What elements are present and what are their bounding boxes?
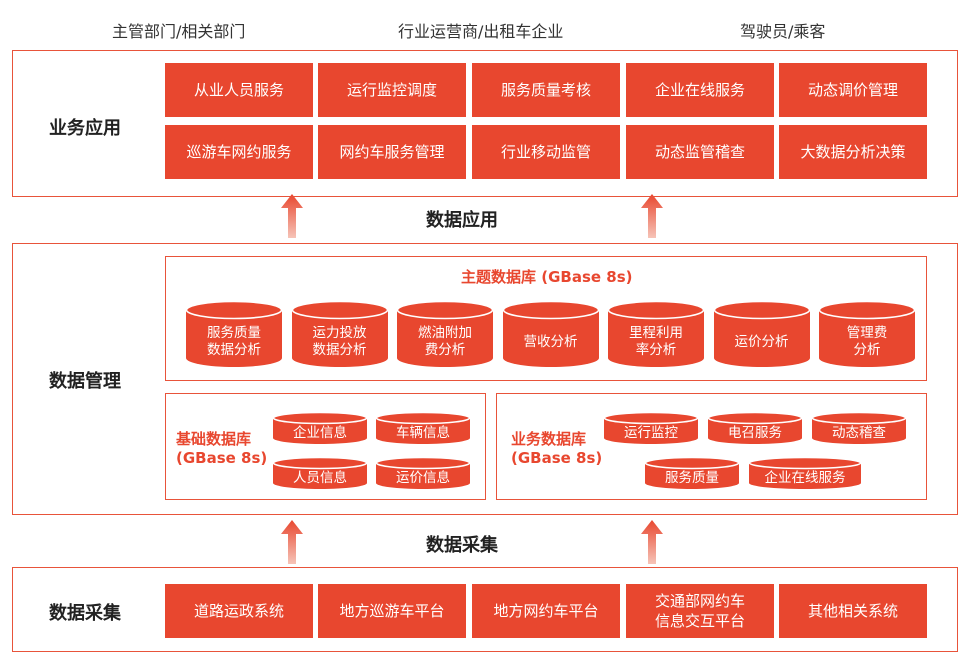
collection-source-box: 交通部网约车信息交互平台: [626, 584, 774, 638]
database-cylinder-label: 运价分析: [734, 333, 789, 350]
database-cylinder-label: 里程利用率分析: [629, 325, 683, 358]
collection-source-box: 地方巡游车平台: [318, 584, 466, 638]
database-cylinder-icon: [273, 457, 367, 489]
database-cylinder: 营收分析: [502, 301, 599, 367]
database-cylinder-icon: [708, 412, 802, 444]
database-cylinder-label: 企业在线服务: [764, 469, 846, 486]
database-cylinder-icon: [376, 412, 470, 444]
database-cylinder: 里程利用率分析: [608, 301, 704, 367]
database-cylinder: 服务质量: [645, 457, 739, 489]
database-cylinder-icon: [397, 301, 493, 367]
up-arrow-icon: [641, 194, 663, 238]
business-app-box: 动态调价管理: [779, 63, 927, 117]
database-cylinder-icon: [273, 412, 367, 444]
database-cylinder: 企业在线服务: [749, 457, 861, 489]
base-database-title: 基础数据库 (GBase 8s): [176, 430, 268, 467]
database-cylinder-label: 动态稽查: [832, 424, 886, 441]
database-cylinder: 运力投放数据分析: [291, 301, 388, 367]
database-cylinder-label: 服务质量数据分析: [207, 325, 261, 358]
database-cylinder: 运价分析: [713, 301, 810, 367]
collection-source-box: 其他相关系统: [779, 584, 927, 638]
database-cylinder-label: 营收分析: [523, 333, 578, 350]
database-cylinder: 服务质量数据分析: [186, 301, 282, 367]
database-cylinder-label: 运力投放数据分析: [312, 325, 367, 358]
data-management-layer: 数据管理 主题数据库 (GBase 8s) 服务质量数据分析 运力投放数据分析 燃油…: [12, 243, 958, 515]
business-app-box: 企业在线服务: [626, 63, 774, 117]
collection-source-box: 道路运政系统: [165, 584, 313, 638]
data-application-label: 数据应用: [426, 210, 498, 231]
collection-layer-title: 数据采集: [49, 603, 121, 624]
business-layer-title: 业务应用: [49, 118, 121, 139]
database-cylinder-icon: [812, 412, 906, 444]
database-cylinder-label: 电召服务: [728, 424, 782, 441]
database-cylinder-label: 人员信息: [293, 469, 347, 486]
database-cylinder-icon: [819, 301, 915, 367]
business-application-layer: 业务应用 从业人员服务 运行监控调度 服务质量考核 企业在线服务 动态调价管理 …: [12, 50, 958, 197]
business-app-box: 行业移动监管: [472, 125, 620, 179]
database-cylinder: 企业信息: [273, 412, 367, 444]
database-cylinder-label: 企业信息: [293, 424, 347, 441]
business-app-box: 运行监控调度: [318, 63, 466, 117]
database-cylinder-icon: [502, 301, 599, 367]
data-collection-layer: 数据采集 道路运政系统 地方巡游车平台 地方网约车平台 交通部网约车信息交互平台…: [12, 567, 958, 652]
database-cylinder: 运行监控: [604, 412, 698, 444]
database-cylinder-icon: [645, 457, 739, 489]
management-layer-title: 数据管理: [49, 371, 121, 392]
business-app-box: 网约车服务管理: [318, 125, 466, 179]
database-cylinder-label: 车辆信息: [396, 424, 450, 441]
up-arrow-icon: [641, 520, 663, 564]
stakeholder-label-operators: 行业运营商/出租车企业: [398, 22, 564, 41]
database-cylinder: 燃油附加费分析: [397, 301, 493, 367]
base-database-panel: 基础数据库 (GBase 8s) 企业信息 车辆信息人员信息 运价信息: [165, 393, 486, 500]
database-cylinder: 电召服务: [708, 412, 802, 444]
database-cylinder-icon: [186, 301, 282, 367]
database-cylinder: 动态稽查: [812, 412, 906, 444]
business-app-box: 巡游车网约服务: [165, 125, 313, 179]
business-app-box: 大数据分析决策: [779, 125, 927, 179]
theme-database-title: 主题数据库 (GBase 8s): [461, 268, 633, 286]
theme-database-panel: 主题数据库 (GBase 8s) 服务质量数据分析 运力投放数据分析 燃油附加费分析…: [165, 256, 927, 381]
database-cylinder: 车辆信息: [376, 412, 470, 444]
database-cylinder: 人员信息: [273, 457, 367, 489]
database-cylinder-label: 燃油附加费分析: [418, 325, 472, 358]
business-app-box: 动态监管稽查: [626, 125, 774, 179]
data-collection-label: 数据采集: [426, 535, 498, 556]
database-cylinder-label: 运行监控: [624, 424, 678, 441]
business-database-title: 业务数据库 (GBase 8s): [511, 430, 603, 467]
database-cylinder-icon: [604, 412, 698, 444]
up-arrow-icon: [281, 520, 303, 564]
database-cylinder-label: 管理费分析: [846, 325, 888, 358]
database-cylinder-icon: [713, 301, 810, 367]
collection-source-box: 地方网约车平台: [472, 584, 620, 638]
up-arrow-icon: [281, 194, 303, 238]
database-cylinder-icon: [376, 457, 470, 489]
database-cylinder-label: 服务质量: [665, 469, 719, 486]
business-app-box: 从业人员服务: [165, 63, 313, 117]
database-cylinder-icon: [291, 301, 388, 367]
database-cylinder: 管理费分析: [819, 301, 915, 367]
database-cylinder-icon: [749, 457, 861, 489]
stakeholder-label-regulators: 主管部门/相关部门: [112, 22, 246, 41]
business-app-box: 服务质量考核: [472, 63, 620, 117]
database-cylinder-label: 运价信息: [396, 469, 450, 486]
business-database-panel: 业务数据库 (GBase 8s) 运行监控 电召服务 动态稽查服务质量 企业在线服务: [496, 393, 927, 500]
stakeholder-label-drivers: 驾驶员/乘客: [740, 22, 826, 41]
database-cylinder: 运价信息: [376, 457, 470, 489]
database-cylinder-icon: [608, 301, 704, 367]
